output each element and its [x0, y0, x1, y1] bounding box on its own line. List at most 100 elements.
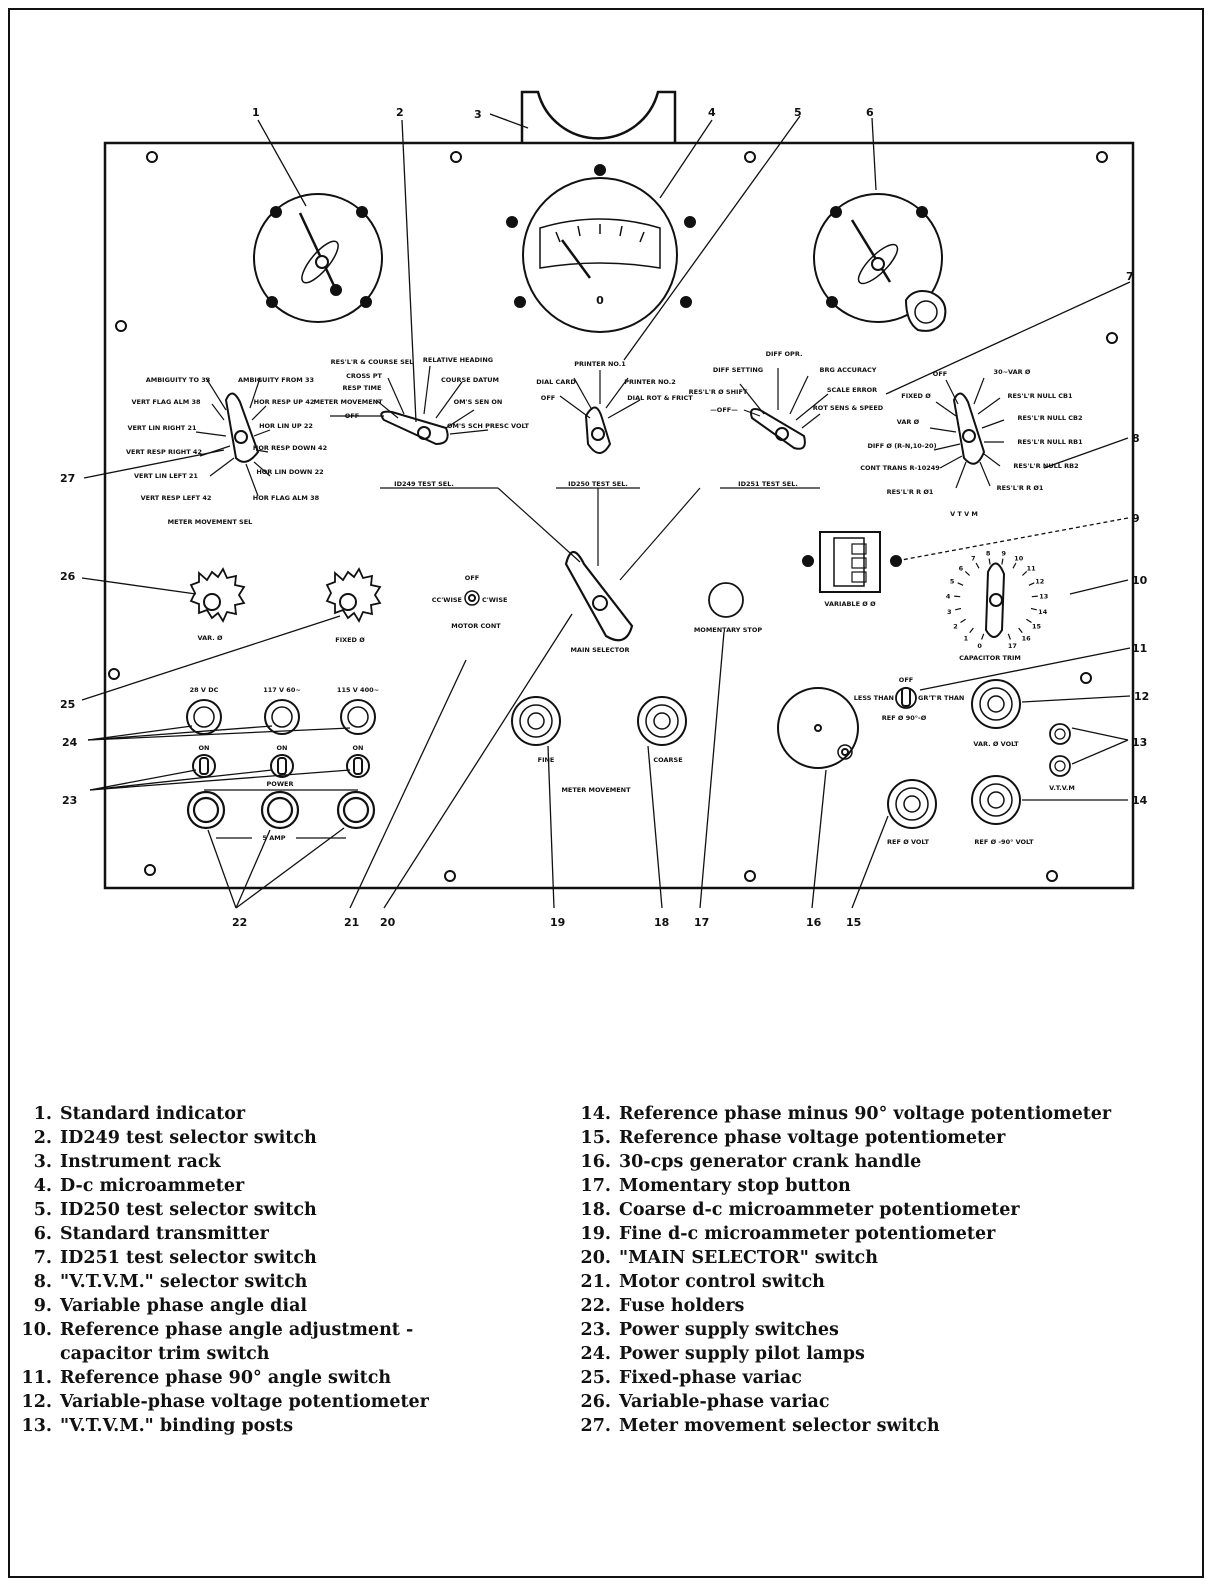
- legend-number: 14.: [580, 1104, 611, 1124]
- reference-phase-voltage-potentiometer[interactable]: [887, 779, 937, 829]
- legend-number: 5.: [33, 1200, 52, 1220]
- legend-text: Reference phase minus 90° voltage potent…: [619, 1104, 1112, 1124]
- supply-28v-label: 28 V DC: [190, 686, 219, 694]
- legend-text: Instrument rack: [60, 1152, 221, 1172]
- page-border: [8, 8, 1204, 1578]
- vtvm-position: FIXED Ø: [901, 392, 931, 400]
- fuse-holders[interactable]: [186, 790, 376, 839]
- reference-phase-minus-90-voltage-potentiometer[interactable]: [971, 775, 1021, 825]
- motor-off-label: OFF: [465, 574, 479, 582]
- legend-item: 21.Motor control switch: [565, 1270, 1111, 1294]
- motor-control-switch[interactable]: [464, 590, 480, 606]
- meter-movement-position: VERT LIN RIGHT 21: [127, 424, 197, 432]
- legend-text: ID251 test selector switch: [60, 1248, 317, 1268]
- legend-item: 9.Variable phase angle dial: [6, 1294, 429, 1318]
- id251-position: DIFF SETTING: [713, 366, 763, 374]
- id249-selector-switch[interactable]: [330, 365, 489, 446]
- fine-microammeter-potentiometer[interactable]: [511, 696, 561, 746]
- generator-crank-handle[interactable]: [777, 687, 859, 769]
- callout-7: 7: [1126, 270, 1134, 283]
- meter-movement-position: HOR LIN UP 22: [259, 422, 313, 430]
- callout-24: 24: [62, 736, 78, 749]
- legend-item: 11.Reference phase 90° angle switch: [6, 1366, 429, 1390]
- meter-movement-position: HOR FLAG ALM 38: [253, 494, 320, 502]
- variable-phase-voltage-potentiometer[interactable]: [971, 679, 1021, 729]
- motor-cwise-label: C'WISE: [482, 596, 507, 604]
- variable-phase-angle-dial[interactable]: [802, 531, 902, 593]
- callout-17: 17: [694, 916, 709, 929]
- callout-4: 4: [708, 106, 716, 119]
- legend-number: 8.: [33, 1272, 52, 1292]
- vtvm-position: RES'L'R R Ø1: [887, 488, 934, 496]
- standard-transmitter: [813, 193, 947, 332]
- momentary-stop-button[interactable]: [708, 582, 744, 618]
- meter-movement-position: VERT RESP LEFT 42: [141, 494, 212, 502]
- vtvm-binding-posts[interactable]: [1049, 723, 1071, 777]
- variable-phase-label: VARIABLE Ø Ø: [824, 600, 876, 608]
- reference-phase-90-switch[interactable]: [895, 687, 917, 709]
- trim-scale-mark: 16: [1022, 634, 1032, 642]
- meter-movement-position: AMBIGUITY TO 33: [146, 376, 211, 384]
- vtvm-selector-switch[interactable]: [929, 377, 1005, 489]
- legend-number: 3.: [33, 1152, 52, 1172]
- trim-scale-mark: 6: [959, 564, 964, 572]
- legend-item: 24.Power supply pilot lamps: [565, 1342, 1111, 1366]
- callout-6: 6: [866, 106, 874, 119]
- callout-12: 12: [1134, 690, 1149, 703]
- meter-movement-selector-switch[interactable]: [195, 377, 271, 497]
- legend-item: 19.Fine d-c microammeter potentiometer: [565, 1222, 1111, 1246]
- trim-scale-tick: [955, 607, 962, 611]
- trim-scale-tick: [1031, 595, 1038, 598]
- trim-scale-mark: 7: [971, 555, 976, 563]
- callout-9: 9: [1132, 512, 1140, 525]
- ref90-greater-than-label: GR'T'R THAN: [918, 694, 964, 702]
- fixed-phase-variac[interactable]: [325, 567, 382, 623]
- legend-text: Fuse holders: [619, 1296, 745, 1316]
- vtvm-position: RES'L'R NULL RB1: [1017, 438, 1083, 446]
- trim-scale-tick: [1007, 633, 1011, 640]
- on-label-1: ON: [199, 744, 210, 752]
- panel-screws: [108, 151, 1118, 882]
- legend-item: 8."V.T.V.M." selector switch: [6, 1270, 429, 1294]
- trim-scale-mark: 5: [950, 577, 955, 585]
- trim-scale-mark: 8: [986, 550, 991, 558]
- id251-position: RES'L'R Ø SHIFT: [689, 388, 748, 396]
- callout-8: 8: [1132, 432, 1140, 445]
- id250-selector-switch[interactable]: [559, 370, 641, 454]
- id251-position: SCALE ERROR: [827, 386, 877, 394]
- main-selector-switch[interactable]: [380, 487, 820, 642]
- legend-item: 4.D-c microammeter: [6, 1174, 429, 1198]
- callout-13: 13: [1132, 736, 1147, 749]
- legend-item: 7.ID251 test selector switch: [6, 1246, 429, 1270]
- legend-number: 13.: [21, 1416, 52, 1436]
- legend-item: 6.Standard transmitter: [6, 1222, 429, 1246]
- capacitor-trim-switch[interactable]: [984, 562, 1006, 638]
- legend-item: 1.Standard indicator: [6, 1102, 429, 1126]
- trim-scale-tick: [1001, 558, 1004, 565]
- trim-scale-mark: 11: [1027, 564, 1037, 572]
- legend-number: 11.: [21, 1368, 52, 1388]
- legend-text: ID249 test selector switch: [60, 1128, 317, 1148]
- callout-16: 16: [806, 916, 822, 929]
- legend-number: 16.: [580, 1152, 611, 1172]
- on-label-3: ON: [353, 744, 364, 752]
- trim-scale-mark: 4: [946, 593, 951, 601]
- id250-position: PRINTER NO.1: [574, 360, 626, 368]
- id250-label: ID250 TEST SEL.: [568, 480, 628, 488]
- trim-scale-mark: 15: [1032, 623, 1042, 631]
- vtvm-position: RES'L'R NULL CB2: [1017, 414, 1082, 422]
- test-panel-diagram: 0: [60, 90, 1149, 929]
- fine-label: FINE: [538, 756, 555, 764]
- id251-selector-switch[interactable]: [739, 368, 829, 450]
- legend-right-column: 14. Reference phase minus 90° voltage pot…: [565, 1102, 1112, 1438]
- amp-label: 5 AMP: [262, 834, 285, 842]
- coarse-microammeter-potentiometer[interactable]: [637, 696, 687, 746]
- id251-position: —OFF—: [710, 406, 738, 414]
- legend-number: 12.: [21, 1392, 52, 1412]
- ref90-less-than-label: LESS THAN: [854, 694, 894, 702]
- trim-scale-tick: [1026, 618, 1032, 624]
- power-supply-pilot-lamps: [186, 699, 376, 735]
- legend-number: 10.: [21, 1320, 52, 1340]
- variable-phase-variac[interactable]: [189, 567, 246, 623]
- main-selector-label: MAIN SELECTOR: [570, 646, 629, 654]
